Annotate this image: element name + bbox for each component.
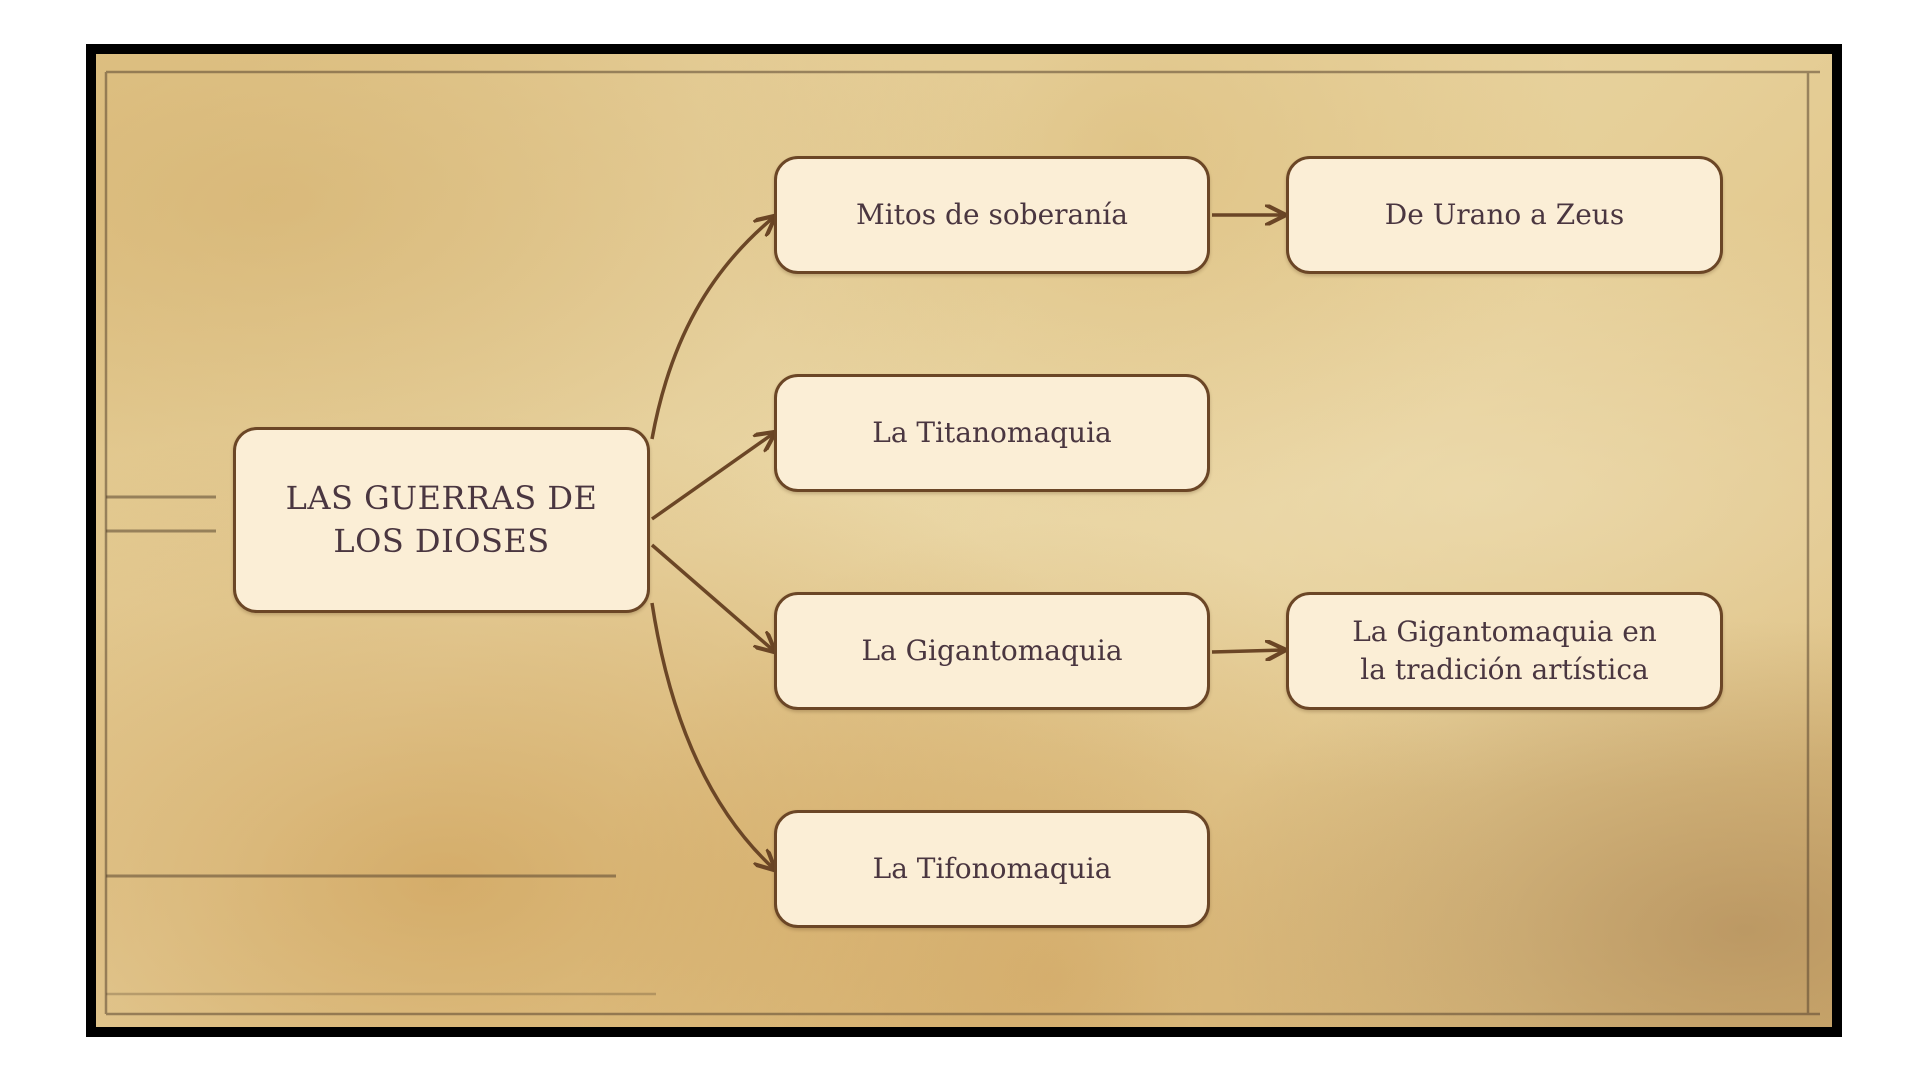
node-gigantomaquia-tradicion-artistica: La Gigantomaquia en la tradición artísti… <box>1286 592 1723 710</box>
node-tifonomaquia: La Tifonomaquia <box>774 810 1210 928</box>
node-label: La Tifonomaquia <box>872 852 1112 886</box>
node-label: La Gigantomaquia <box>861 634 1123 668</box>
node-mitos-de-soberania: Mitos de soberanía <box>774 156 1210 274</box>
root-label: LAS GUERRAS DE LOS DIOSES <box>285 478 598 560</box>
node-gigantomaquia: La Gigantomaquia <box>774 592 1210 710</box>
node-label: La Titanomaquia <box>872 416 1112 450</box>
node-label: De Urano a Zeus <box>1384 198 1625 232</box>
node-de-urano-a-zeus: De Urano a Zeus <box>1286 156 1723 274</box>
node-label: La Gigantomaquia en la tradición artísti… <box>1352 615 1657 686</box>
node-titanomaquia: La Titanomaquia <box>774 374 1210 492</box>
parchment-border-decoration <box>104 70 1820 1016</box>
root-node: LAS GUERRAS DE LOS DIOSES <box>233 427 650 613</box>
node-label: Mitos de soberanía <box>856 198 1128 232</box>
